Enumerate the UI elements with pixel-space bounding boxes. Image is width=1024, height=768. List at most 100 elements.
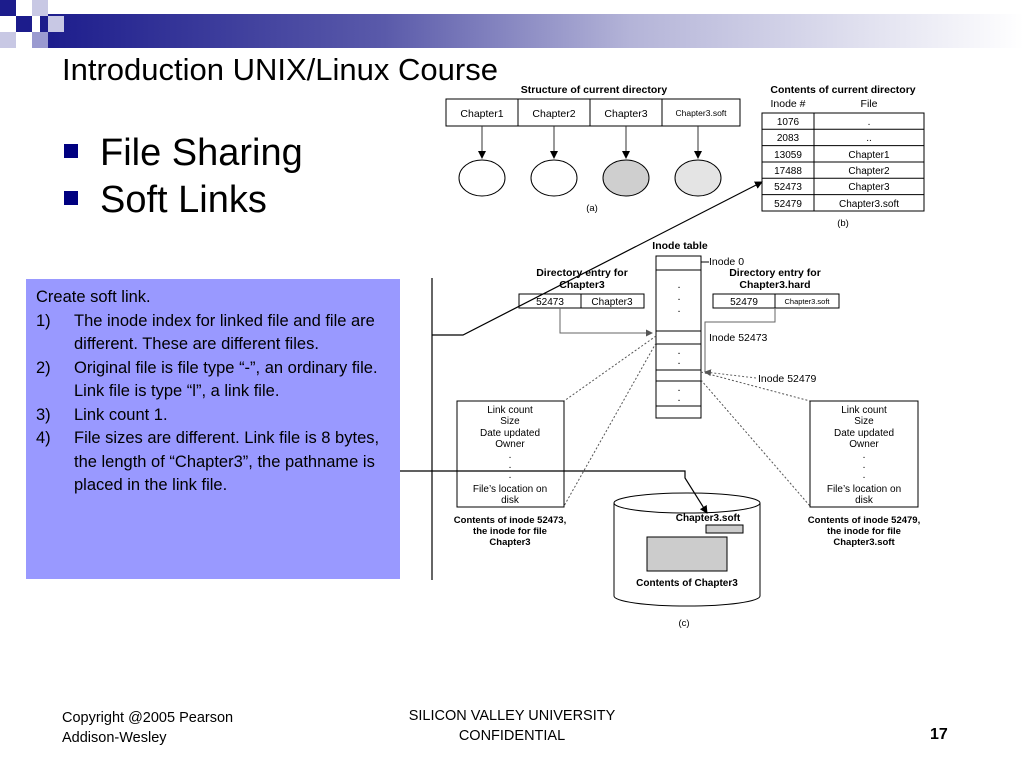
decor-square xyxy=(32,0,48,16)
decor-square xyxy=(0,0,16,16)
inode-field: Date updated xyxy=(834,428,894,439)
structure-file-label: Chapter2 xyxy=(532,108,575,120)
dir-entry-connector xyxy=(559,308,653,337)
disk-contents-label: Contents of Chapter3 xyxy=(636,578,738,589)
note-item-number: 4) xyxy=(36,429,51,447)
soft-link-diagram: Structure of current directory Chapter1 … xyxy=(400,84,925,629)
disk-soft-label: Chapter3.soft xyxy=(676,513,741,524)
decor-square xyxy=(0,32,16,48)
contents-inode-cell: 2083 xyxy=(777,133,800,144)
note-item: 1) The inode index for linked file and f… xyxy=(36,310,390,357)
university-line: CONFIDENTIAL xyxy=(458,728,566,744)
ellipsis-dot: . xyxy=(677,355,680,367)
ellipsis-dot: . xyxy=(677,382,680,394)
bullet-item: Soft Links xyxy=(64,179,267,222)
dir-entry-connector xyxy=(704,308,776,372)
caption-left: Contents of inode 52473, xyxy=(454,515,566,526)
inode-field: . xyxy=(509,450,512,461)
inode-52473-label: Inode 52473 xyxy=(709,332,768,344)
structure-file-label: Chapter3 xyxy=(604,108,647,120)
note-item-text: File sizes are different. Link file is 8… xyxy=(74,429,380,494)
file-node xyxy=(458,159,506,197)
university-line: SILICON VALLEY UNIVERSITY xyxy=(408,708,616,724)
inode-field: Date updated xyxy=(480,428,540,439)
decor-square xyxy=(48,16,64,32)
bullet-square-icon xyxy=(64,190,78,205)
copyright-footer: Copyright @2005 Pearson Addison-Wesley xyxy=(62,708,233,748)
caption-right: Chapter3.soft xyxy=(833,537,895,548)
contents-file-cell: . xyxy=(868,117,871,128)
inode-0-label: Inode 0 xyxy=(709,256,744,268)
label-b: (b) xyxy=(837,218,849,229)
inode-field: Link count xyxy=(841,405,887,416)
inode-expand-line xyxy=(700,371,811,402)
contents-inode-cell: 52479 xyxy=(774,199,802,210)
contents-inode-cell: 1076 xyxy=(777,117,800,128)
label-c: (c) xyxy=(678,618,689,629)
file-node xyxy=(674,159,722,197)
file-node xyxy=(602,159,650,197)
soft-link-note-box: Create soft link. 1) The inode index for… xyxy=(26,279,400,579)
contents-file-cell: Chapter3 xyxy=(848,182,890,193)
contents-inode-cell: 52473 xyxy=(774,182,802,193)
inode-field: Owner xyxy=(849,439,879,450)
inode-52479-label: Inode 52479 xyxy=(758,373,817,385)
note-item: 4) File sizes are different. Link file i… xyxy=(36,427,390,498)
inode-field: disk xyxy=(501,495,520,506)
ellipsis-dot: . xyxy=(677,392,680,404)
slide-title: Introduction UNIX/Linux Course xyxy=(62,52,498,87)
inode-field: File’s location on xyxy=(827,484,901,495)
inode-field: . xyxy=(863,460,866,471)
contents-file-cell: Chapter2 xyxy=(848,166,890,177)
dir-entry-right-title: Directory entry for xyxy=(729,267,821,279)
university-footer: SILICON VALLEY UNIVERSITY CONFIDENTIAL xyxy=(372,706,652,746)
page-number: 17 xyxy=(930,726,948,743)
bullet-item: File Sharing xyxy=(64,132,303,175)
copyright-line: Copyright @2005 Pearson xyxy=(62,710,234,726)
file-node xyxy=(530,159,578,197)
note-item-number: 3) xyxy=(36,405,51,424)
inode-field: File’s location on xyxy=(473,484,547,495)
inode-table-title: Inode table xyxy=(652,240,708,252)
dir-entry-right-box xyxy=(712,293,840,309)
disk-cylinder-top xyxy=(613,492,761,514)
ellipsis-dot: . xyxy=(677,345,680,357)
copyright-line: Addison-Wesley xyxy=(62,730,167,746)
contents-header: Inode # xyxy=(770,98,805,110)
note-item-number: 1) xyxy=(36,311,51,330)
caption-left: the inode for file xyxy=(473,526,547,537)
contents-file-cell: .. xyxy=(866,133,872,144)
inode-expand-line xyxy=(700,379,811,507)
caption-left: Chapter3 xyxy=(489,537,530,548)
bullet-square-icon xyxy=(64,143,78,158)
structure-title: Structure of current directory xyxy=(521,84,668,96)
note-item-text: Original file is file type “-”, an ordin… xyxy=(74,358,378,401)
annotation-arrow-to-disk xyxy=(400,470,708,514)
soft-link-data-block xyxy=(705,524,744,534)
dir-entry-inode: 52473 xyxy=(536,297,564,308)
structure-row-box xyxy=(445,98,741,127)
dir-entry-right-title: Chapter3.hard xyxy=(739,279,810,291)
inode-expand-line xyxy=(563,335,657,402)
contents-inode-cell: 17488 xyxy=(774,166,802,177)
dir-entry-inode: 52479 xyxy=(730,297,758,308)
dir-entry-left-title: Directory entry for xyxy=(536,267,628,279)
ellipsis-dot: . xyxy=(677,303,680,315)
contents-title: Contents of current directory xyxy=(770,84,915,96)
bullet-text: Soft Links xyxy=(100,179,267,221)
note-item-text: Link count 1. xyxy=(74,405,168,424)
title-bar-decoration xyxy=(0,0,1024,48)
inode-field: . xyxy=(509,460,512,471)
inode-52479-pointer xyxy=(704,369,757,379)
inode-field: Owner xyxy=(495,439,525,450)
structure-file-label: Chapter1 xyxy=(460,108,503,120)
inode-field: Size xyxy=(854,416,874,427)
ellipsis-dot: . xyxy=(677,279,680,291)
dir-entry-name: Chapter3.soft xyxy=(784,297,830,306)
inode-field: disk xyxy=(855,495,874,506)
caption-right: the inode for file xyxy=(827,526,901,537)
inode-field: . xyxy=(863,470,866,481)
caption-right: Contents of inode 52479, xyxy=(808,515,920,526)
inode-field: . xyxy=(509,470,512,481)
inode-field: . xyxy=(863,450,866,461)
